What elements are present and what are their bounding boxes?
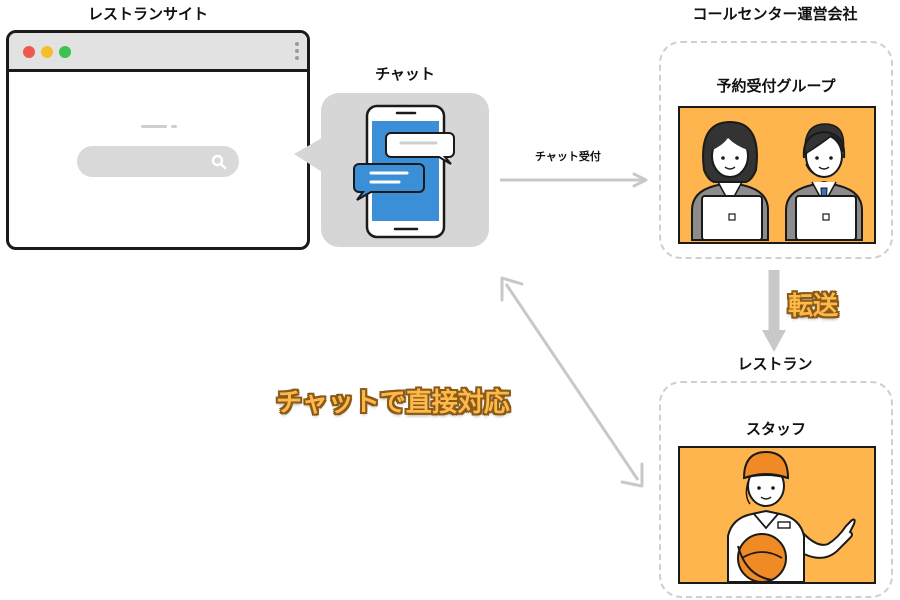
search-icon [211, 154, 227, 170]
direct-chat-arrow [500, 276, 644, 488]
restaurant-title: レストラン [737, 355, 813, 373]
callcenter-title: コールセンター運営会社 [692, 5, 858, 23]
chat-phone-illustration [321, 93, 489, 247]
minimize-dot-icon [41, 46, 53, 58]
search-bar-illustration [77, 146, 239, 177]
reservation-group-label: 予約受付グループ [716, 77, 836, 95]
chat-receive-label: チャット受付 [535, 150, 601, 163]
direct-chat-label: チャットで直接対応 [276, 388, 510, 418]
close-dot-icon [23, 46, 35, 58]
chat-title: チャット [375, 65, 435, 83]
logo-placeholder [141, 125, 167, 128]
reservation-staff-illustration [678, 106, 876, 244]
restaurant-site-title: レストランサイト [88, 5, 209, 23]
browser-window-illustration [6, 30, 310, 250]
staff-label: スタッフ [745, 420, 806, 438]
restaurant-staff-illustration [678, 446, 876, 584]
kebab-menu-icon [295, 42, 299, 63]
browser-title-bar [9, 33, 307, 72]
chat-receive-arrow [500, 172, 648, 188]
transfer-label: 転送 [788, 291, 839, 320]
logo-placeholder-dot [171, 125, 177, 128]
maximize-dot-icon [59, 46, 71, 58]
chat-pointer-triangle [294, 138, 322, 172]
transfer-arrow [762, 270, 786, 352]
